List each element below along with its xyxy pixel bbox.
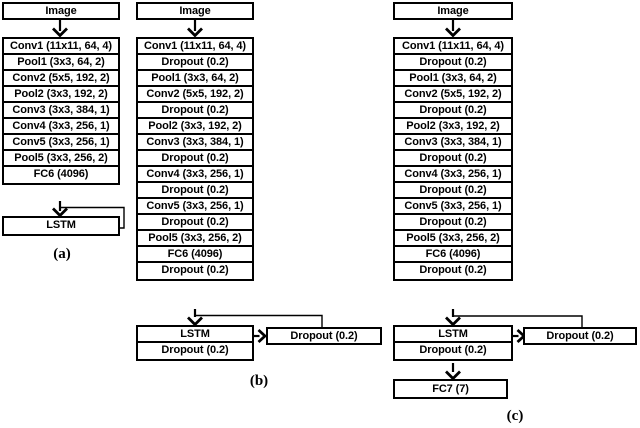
layer-box: LSTM (138, 327, 252, 343)
layer-box: Dropout (0.2) (138, 151, 252, 167)
layer-box: Conv3 (3x3, 384, 1) (4, 103, 118, 119)
layer-box: Dropout (0.2) (395, 263, 511, 279)
layer-box: Pool1 (3x3, 64, 2) (395, 71, 511, 87)
down-arrow-head (52, 207, 68, 218)
down-arrow-head (187, 316, 203, 327)
layer-box: FC6 (4096) (395, 247, 511, 263)
layer-stack: Conv1 (11x11, 64, 4)Dropout (0.2)Pool1 (… (136, 37, 254, 281)
layer-box: Conv1 (11x11, 64, 4) (395, 39, 511, 55)
layer-box: Dropout (0.2) (395, 151, 511, 167)
layer-box: FC6 (4096) (4, 167, 118, 183)
layer-box: Conv4 (3x3, 256, 1) (138, 167, 252, 183)
layer-box: Conv4 (3x3, 256, 1) (4, 119, 118, 135)
layer-box: Pool5 (3x3, 256, 2) (138, 231, 252, 247)
layer-box: Conv2 (5x5, 192, 2) (4, 71, 118, 87)
layer-box: Conv3 (3x3, 384, 1) (138, 135, 252, 151)
layer-box: Dropout (0.2) (138, 343, 252, 359)
layer-box: Dropout (0.2) (138, 183, 252, 199)
right-arrow-head (257, 328, 268, 344)
down-arrow-head (52, 27, 68, 38)
layer-box: Pool5 (3x3, 256, 2) (395, 231, 511, 247)
image-box: Image (393, 2, 513, 20)
layer-box: Dropout (0.2) (395, 55, 511, 71)
subfigure-label: (c) (506, 408, 524, 424)
image-box: Image (136, 2, 254, 20)
layer-stack: Conv1 (11x11, 64, 4)Dropout (0.2)Pool1 (… (393, 37, 513, 281)
subfigure-label: (b) (249, 373, 269, 389)
layer-box: Pool1 (3x3, 64, 2) (4, 55, 118, 71)
image-box: Image (2, 2, 120, 20)
lstm-group: LSTM (2, 216, 120, 236)
dropout-side-box: Dropout (0.2) (266, 327, 382, 345)
layer-box: Dropout (0.2) (138, 215, 252, 231)
layer-box: Pool2 (3x3, 192, 2) (138, 119, 252, 135)
layer-box: Pool2 (3x3, 192, 2) (4, 87, 118, 103)
layer-stack: Conv1 (11x11, 64, 4)Pool1 (3x3, 64, 2)Co… (2, 37, 120, 185)
layer-box: Dropout (0.2) (138, 103, 252, 119)
down-arrow-head (445, 370, 461, 381)
layer-box: Pool2 (3x3, 192, 2) (395, 119, 511, 135)
layer-box: Conv3 (3x3, 384, 1) (395, 135, 511, 151)
layer-box: Conv5 (3x3, 256, 1) (395, 199, 511, 215)
layer-box: LSTM (4, 218, 118, 234)
layer-box: FC6 (4096) (138, 247, 252, 263)
layer-box: Pool1 (3x3, 64, 2) (138, 71, 252, 87)
layer-box: Dropout (0.2) (395, 215, 511, 231)
down-arrow-head (445, 27, 461, 38)
layer-box: Conv4 (3x3, 256, 1) (395, 167, 511, 183)
fc7-box: FC7 (7) (393, 379, 508, 399)
layer-box: LSTM (395, 327, 511, 343)
layer-box: Dropout (0.2) (395, 343, 511, 359)
layer-box: Dropout (0.2) (395, 183, 511, 199)
layer-box: Dropout (0.2) (138, 55, 252, 71)
layer-box: Pool5 (3x3, 256, 2) (4, 151, 118, 167)
layer-box: Conv2 (5x5, 192, 2) (138, 87, 252, 103)
layer-box: Dropout (0.2) (138, 263, 252, 279)
layer-box: Conv1 (11x11, 64, 4) (138, 39, 252, 55)
down-arrow-head (445, 316, 461, 327)
dropout-side-box: Dropout (0.2) (523, 327, 637, 345)
layer-box: Conv2 (5x5, 192, 2) (395, 87, 511, 103)
down-arrow-head (187, 27, 203, 38)
layer-box: Conv1 (11x11, 64, 4) (4, 39, 118, 55)
layer-box: Conv5 (3x3, 256, 1) (4, 135, 118, 151)
layer-box: Dropout (0.2) (395, 103, 511, 119)
subfigure-label: (a) (53, 246, 71, 262)
layer-box: Conv5 (3x3, 256, 1) (138, 199, 252, 215)
